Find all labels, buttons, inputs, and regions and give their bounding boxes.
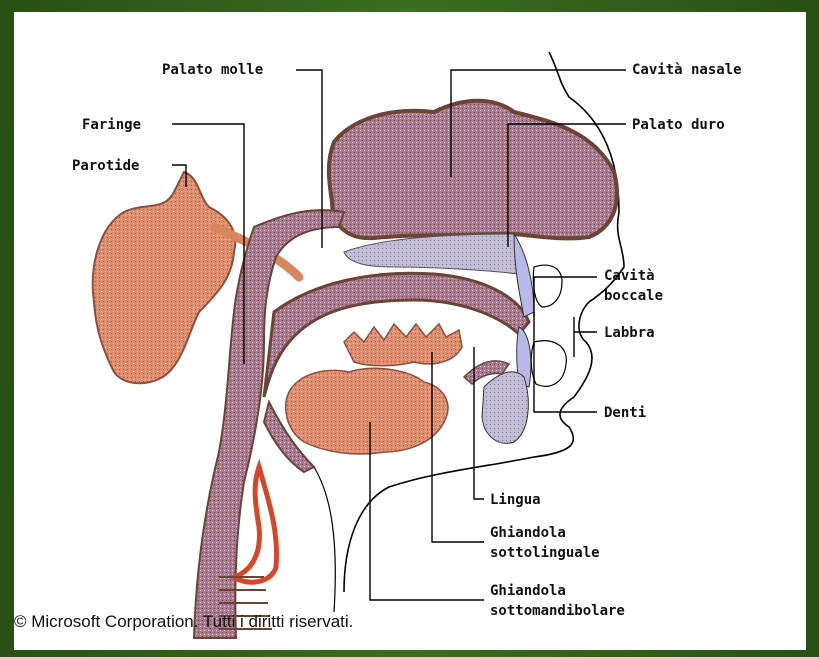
label-denti: Denti xyxy=(604,405,646,421)
lower-jaw-bone xyxy=(482,372,528,443)
label-labbra: Labbra xyxy=(604,325,655,341)
label-parotide: Parotide xyxy=(72,158,139,174)
label-cavita-nasale: Cavità nasale xyxy=(632,62,742,78)
parotid-gland-shape xyxy=(93,172,236,383)
nasal-cavity-shape xyxy=(329,101,617,239)
label-ghiandola-sottomandibolare-1: Ghiandola xyxy=(490,583,566,599)
sublingual-gland-shape xyxy=(344,324,462,366)
label-lingua: Lingua xyxy=(490,492,541,508)
copyright-notice: © Microsoft Corporation. Tutti i diritti… xyxy=(14,612,353,632)
neck-outline xyxy=(314,467,335,612)
label-palato-duro: Palato duro xyxy=(632,117,725,133)
anatomy-diagram: Palato molle Faringe Parotide Cavità nas… xyxy=(14,12,806,650)
label-cavita-boccale-1: Cavità xyxy=(604,268,655,284)
lower-lip xyxy=(531,341,566,387)
diagram-canvas: Palato molle Faringe Parotide Cavità nas… xyxy=(14,12,806,650)
label-faringe: Faringe xyxy=(82,117,141,133)
label-ghiandola-sottomandibolare-2: sottomandibolare xyxy=(490,603,625,619)
label-ghiandola-sottolinguale-1: Ghiandola xyxy=(490,525,566,541)
label-cavita-boccale-2: boccale xyxy=(604,288,663,304)
label-ghiandola-sottolinguale-2: sottolinguale xyxy=(490,545,600,561)
label-palato-molle: Palato molle xyxy=(162,62,263,78)
upper-lip xyxy=(533,265,562,307)
submandibular-gland-shape xyxy=(286,368,448,454)
